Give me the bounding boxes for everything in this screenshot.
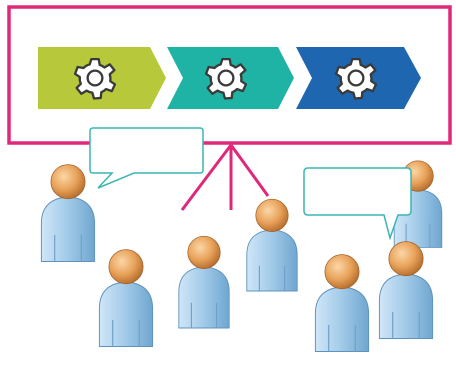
chevron-step-3: [296, 47, 421, 109]
person: [178, 235, 230, 329]
person: [40, 164, 96, 263]
person: [98, 249, 154, 348]
speech-bubble-left: [89, 127, 204, 189]
speech-bubble-right: [303, 167, 412, 241]
person: [378, 241, 434, 340]
chevron-step-1: [38, 47, 166, 109]
connector-lines: [180, 144, 270, 211]
chevron-step-2: [167, 47, 294, 109]
person: [246, 198, 298, 292]
person: [314, 254, 370, 353]
